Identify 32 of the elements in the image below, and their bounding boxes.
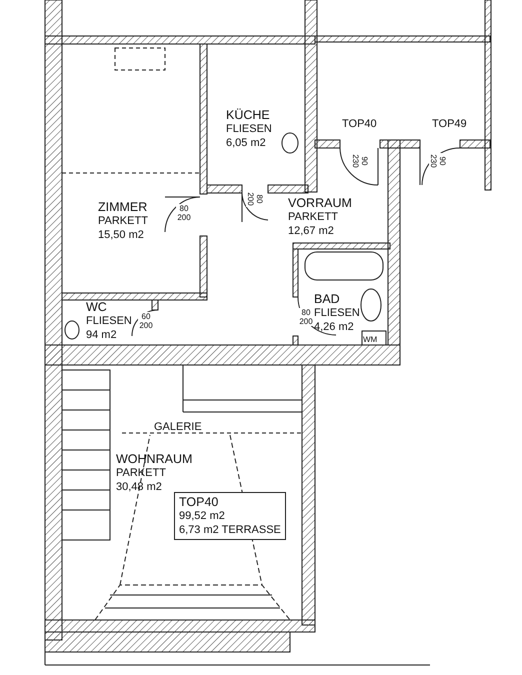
room-name: BAD	[314, 292, 341, 306]
unit-label: TOP49	[432, 118, 467, 131]
door-size: 60 200	[138, 312, 154, 330]
door-size: 90 230	[351, 153, 369, 169]
floor-type: FLIESEN	[226, 122, 272, 136]
terrace-area: 6,73 m2 TERRASSE	[179, 523, 281, 537]
area-value: 4,26 m2	[314, 320, 355, 334]
area-value: 15,50 m2	[98, 228, 145, 242]
floor-type: FLIESEN	[86, 314, 132, 328]
unit-label: TOP40	[342, 118, 377, 131]
door-size: 80 200	[246, 191, 264, 207]
area-value: 30,48 m2	[116, 480, 163, 494]
gallery-label: GALERIE	[154, 421, 202, 434]
door-size: 90 230	[429, 153, 447, 169]
floor-type: PARKETT	[288, 210, 339, 224]
floor-type: PARKETT	[116, 466, 167, 480]
door-size: 80 200	[176, 204, 192, 222]
room-name: VORRAUM	[288, 196, 352, 210]
unit-area: 99,52 m2	[179, 509, 281, 523]
area-value: 94 m2	[86, 328, 118, 342]
unit-name: TOP40	[179, 495, 220, 509]
door-size: 80 200	[298, 308, 314, 326]
appliance-label: WM	[363, 334, 378, 346]
room-name: WC	[86, 300, 108, 314]
area-value: 6,05 m2	[226, 136, 267, 150]
room-name: KÜCHE	[226, 108, 271, 122]
room-name: ZIMMER	[98, 200, 148, 214]
room-name: WOHNRAUM	[116, 452, 192, 466]
floor-type: PARKETT	[98, 214, 148, 228]
area-value: 12,67 m2	[288, 224, 335, 238]
floor-type: FLIESEN	[314, 306, 360, 320]
unit-info-box	[174, 492, 286, 540]
